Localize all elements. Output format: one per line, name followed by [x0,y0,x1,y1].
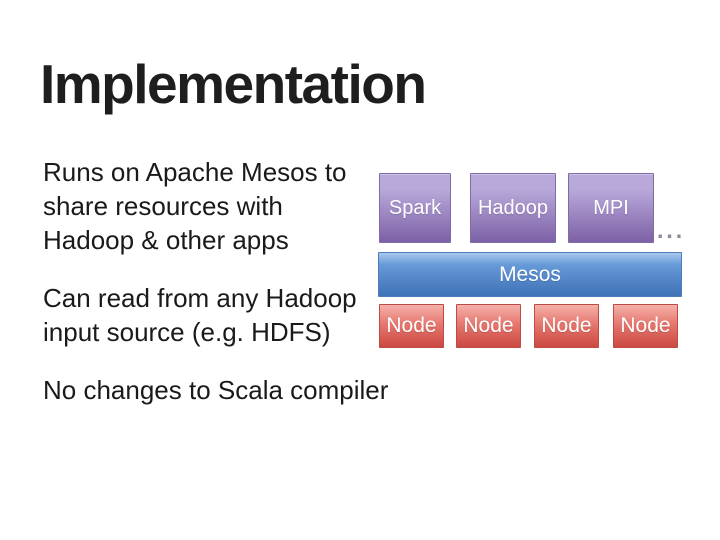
body-line: Hadoop & other apps [43,225,289,255]
paragraph-scala-compiler: No changes to Scala compiler [43,373,393,407]
body-line: Runs on Apache Mesos to [43,157,347,187]
node-box-3: Node [534,304,599,348]
paragraph-hadoop-input: Can read from any Hadoop input source (e… [43,281,393,349]
mesos-bar: Mesos [378,252,682,297]
framework-box-mpi: MPI [568,173,654,243]
body-line: Can read from any Hadoop [43,283,357,313]
slide-title: Implementation [40,53,427,115]
ellipsis-label: ... [657,217,686,243]
node-box-2: Node [456,304,521,348]
node-box-1: Node [379,304,444,348]
body-line: share resources with [43,191,283,221]
paragraph-mesos: Runs on Apache Mesos to share resources … [43,155,393,257]
body-line: input source (e.g. HDFS) [43,317,331,347]
slide-body-text: Runs on Apache Mesos to share resources … [43,155,393,431]
body-line: No changes to Scala compiler [43,375,389,405]
node-box-4: Node [613,304,678,348]
framework-box-hadoop: Hadoop [470,173,556,243]
framework-box-spark: Spark [379,173,451,243]
